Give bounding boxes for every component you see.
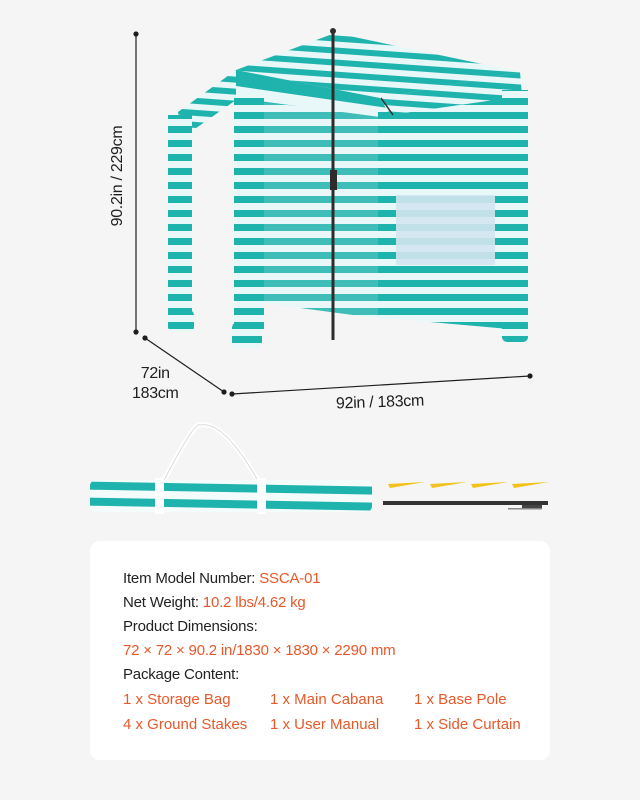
height-dimension-label: 90.2in / 229cm [109,125,126,227]
ground-stakes [388,482,549,488]
product-illustration: 90.2in / 229cm 72in 183cm 92in / 183cm [90,28,549,514]
model-number-value: SSCA-01 [259,570,321,587]
dimensions-value-row: 72 × 72 × 90.2 in/1830 × 1830 × 2290 mm [123,639,550,663]
package-item: 1 x Side Curtain [414,716,521,733]
net-weight-value: 10.2 lbs/4.62 kg [202,594,306,611]
package-label-row: Package Content: [123,663,550,687]
cabana-drawing [90,28,549,514]
package-item: 1 x Storage Bag [123,691,231,708]
model-number-label: Item Model Number: [123,570,260,587]
depth-dimension-line [142,335,227,395]
model-number-row: Item Model Number: SSCA-01 [123,567,550,591]
depth-inches: 72in [140,365,170,382]
width-dimension-label: 92in / 183cm [335,392,425,413]
product-dimensions-value: 72 × 72 × 90.2 in/1830 × 1830 × 2290 mm [123,642,396,659]
package-content-list: 1 x Storage Bag 1 x Main Cabana 1 x Base… [123,687,550,737]
product-dimensions-label: Product Dimensions: [123,618,258,635]
width-dimension-line [229,373,533,397]
package-item: 4 x Ground Stakes [123,716,248,733]
net-weight-row: Net Weight: 10.2 lbs/4.62 kg [123,591,550,615]
dimensions-label-row: Product Dimensions: [123,615,550,639]
height-dimension-line [133,31,139,335]
package-content-label: Package Content: [123,666,240,683]
depth-centimeters: 183cm [132,385,179,402]
package-item: 1 x User Manual [270,716,380,733]
base-pole [383,501,548,510]
depth-dimension-label: 72in 183cm [132,364,179,404]
spec-card: Item Model Number: SSCA-01 Net Weight: 1… [90,541,550,760]
storage-bag [90,422,372,514]
package-item: 1 x Main Cabana [270,691,384,708]
net-weight-label: Net Weight: [123,594,203,611]
package-item: 1 x Base Pole [414,691,507,708]
